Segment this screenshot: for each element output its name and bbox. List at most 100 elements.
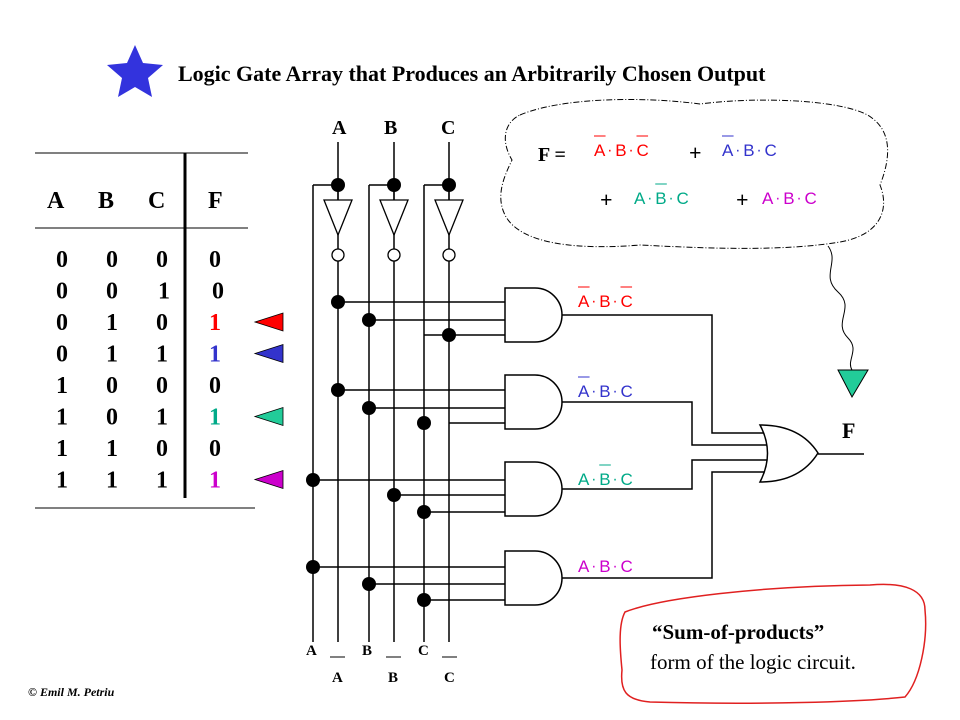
star-icon (107, 45, 163, 97)
term-letter: A (578, 292, 590, 311)
tt-cell-f: 1 (209, 342, 221, 368)
and-term-label-2: A·B·C (578, 376, 633, 401)
term-letter: C (621, 470, 633, 489)
inverter-b (379, 185, 409, 262)
tt-cell-c: 0 (156, 373, 168, 399)
copyright: © Emil M. Petriu (28, 685, 115, 699)
tt-cell-c: 0 (156, 436, 168, 462)
note-box (619, 583, 927, 704)
row-marker-icon (253, 469, 284, 490)
note-line-2: form of the logic circuit. (650, 650, 856, 674)
term-dot: · (669, 190, 674, 207)
term-letter: B (743, 141, 754, 160)
term-letter: A (722, 141, 734, 160)
bottom-label-b: B (362, 643, 372, 659)
tt-cell-f: 0 (212, 279, 224, 305)
term-dot: · (591, 383, 596, 400)
tt-cell-f: 1 (209, 468, 221, 494)
tt-cell-a: 0 (56, 310, 68, 336)
tt-header-f: F (208, 188, 223, 214)
bottom-label-a: A (306, 643, 317, 659)
term-dot: · (613, 383, 618, 400)
tt-cell-a: 1 (56, 405, 68, 431)
input-label-a-top: A (332, 117, 347, 139)
tt-cell-c: 1 (158, 279, 170, 305)
tt-cell-c: 1 (156, 468, 168, 494)
cloud-term-3: A·B·C (634, 183, 689, 208)
tt-header-a: A (47, 188, 65, 214)
row-marker-icon (253, 312, 284, 332)
term-dot: · (613, 558, 618, 575)
bottom-label-a-complement: A (332, 670, 343, 686)
output-label-f: F (842, 418, 855, 443)
term-letter: B (599, 382, 610, 401)
cloud-term-4: A·B·C (762, 189, 817, 208)
input-label-c-top: C (441, 117, 455, 139)
term-letter: B (599, 470, 610, 489)
tt-cell-c: 0 (156, 310, 168, 336)
term-letter: A (762, 189, 774, 208)
tt-cell-f: 0 (209, 436, 221, 462)
junction-dots (306, 295, 456, 607)
bottom-label-c: C (418, 643, 429, 659)
term-letter: B (615, 141, 626, 160)
term-letter: A (594, 141, 606, 160)
tt-cell-b: 1 (106, 342, 118, 368)
term-letter: B (783, 189, 794, 208)
term-dot: · (735, 142, 740, 159)
and-gates (504, 287, 563, 606)
tt-cell-b: 1 (106, 436, 118, 462)
and-gate-3 (504, 461, 563, 517)
and-term-label-1: A·B·C (578, 286, 633, 311)
tt-cell-b: 0 (106, 373, 118, 399)
term-dot: · (591, 558, 596, 575)
term-letter: C (621, 557, 633, 576)
row-marker-icon (253, 406, 284, 427)
term-letter: B (655, 189, 666, 208)
cloud-arrow-icon (837, 369, 869, 399)
tt-cell-f: 1 (209, 405, 221, 431)
term-dot: · (607, 142, 612, 159)
tt-cell-a: 1 (56, 468, 68, 494)
or-gate (758, 424, 819, 483)
row-marker-icon (253, 343, 284, 364)
inverter-c (434, 185, 464, 262)
and-term-label-3: A·B·C (578, 464, 633, 489)
tt-cell-b: 0 (106, 247, 118, 273)
inverter-a (323, 185, 353, 262)
term-letter: A (578, 557, 590, 576)
input-label-b-top: B (384, 117, 397, 139)
cloud-plus-1: + (689, 140, 702, 165)
tt-cell-b: 0 (106, 405, 118, 431)
term-letter: C (637, 141, 649, 160)
term-letter: B (599, 557, 610, 576)
tt-cell-a: 1 (56, 373, 68, 399)
tt-header-b: B (98, 188, 114, 214)
equation-cloud (500, 98, 889, 249)
bottom-label-b-complement: B (388, 670, 398, 686)
term-letter: C (677, 189, 689, 208)
and-gate-1 (504, 287, 563, 343)
tt-cell-f: 0 (209, 247, 221, 273)
term-letter: C (765, 141, 777, 160)
and-input-wires (313, 301, 505, 601)
tt-cell-a: 0 (56, 279, 68, 305)
or-input-wires (562, 314, 770, 579)
and-gate-2 (504, 374, 563, 430)
tt-cell-f: 1 (209, 310, 221, 336)
page-title: Logic Gate Array that Produces an Arbitr… (178, 61, 766, 86)
cloud-term-2: A·B·C (722, 135, 777, 160)
tt-cell-c: 1 (156, 405, 168, 431)
tt-cell-c: 1 (156, 342, 168, 368)
term-letter: A (634, 189, 646, 208)
cloud-plus-3: + (736, 187, 749, 212)
tt-cell-a: 0 (56, 247, 68, 273)
and-gate-4 (504, 550, 563, 606)
tt-header-c: C (148, 188, 165, 214)
term-dot: · (613, 293, 618, 310)
term-dot: · (613, 471, 618, 488)
and-term-label-4: A·B·C (578, 557, 633, 576)
term-dot: · (629, 142, 634, 159)
